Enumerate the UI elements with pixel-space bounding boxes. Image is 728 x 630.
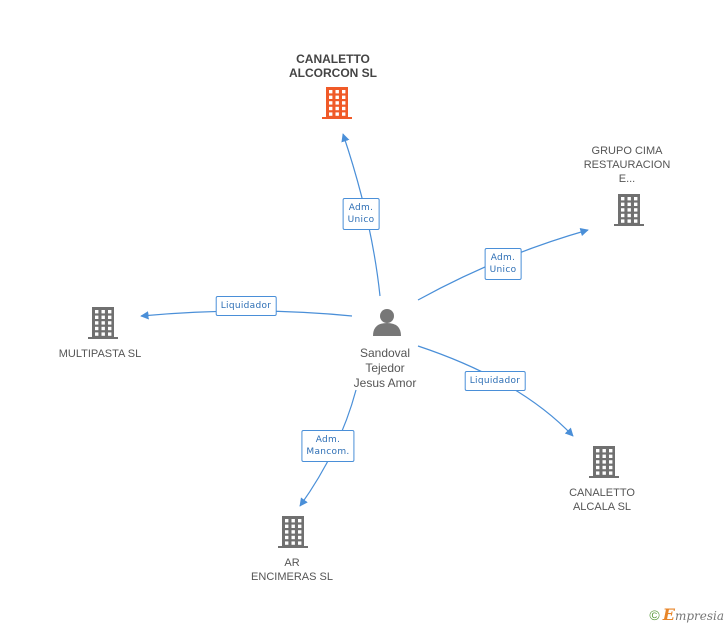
relation-label-grupo-cima[interactable]: Adm. Unico	[484, 248, 522, 280]
relation-label-multipasta[interactable]: Liquidador	[215, 296, 277, 316]
building-icon-canaletto-alcala[interactable]	[589, 446, 619, 478]
empresia-logo: Empresia	[662, 605, 724, 624]
node-label-ar-encimeras: AR ENCIMERAS SL	[251, 557, 333, 583]
footer-brand[interactable]: © Empresia	[649, 605, 724, 624]
relation-label-canaletto-alcala[interactable]: Liquidador	[464, 371, 526, 391]
copyright-symbol: ©	[649, 606, 660, 623]
building-icon-canaletto-alcorcon[interactable]	[322, 87, 352, 119]
node-label-canaletto-alcala: CANALETTO ALCALA SL	[569, 487, 635, 513]
person-label: Sandoval Tejedor Jesus Amor	[353, 346, 417, 390]
relation-label-ar-encimeras[interactable]: Adm. Mancom.	[301, 430, 355, 462]
edge-canaletto-alcala	[417, 345, 574, 437]
node-label-grupo-cima: GRUPO CIMA RESTAURACION E...	[583, 145, 671, 185]
building-icon-ar-encimeras[interactable]	[278, 516, 308, 548]
building-icon-grupo-cima[interactable]	[614, 194, 644, 226]
relation-label-canaletto-alcorcon[interactable]: Adm. Unico	[342, 198, 380, 230]
node-label-canaletto-alcorcon: CANALETTO ALCORCON SL	[289, 52, 377, 80]
node-label-multipasta: MULTIPASTA SL	[58, 348, 142, 360]
building-icon-multipasta[interactable]	[88, 307, 118, 339]
person-icon[interactable]	[373, 309, 401, 336]
